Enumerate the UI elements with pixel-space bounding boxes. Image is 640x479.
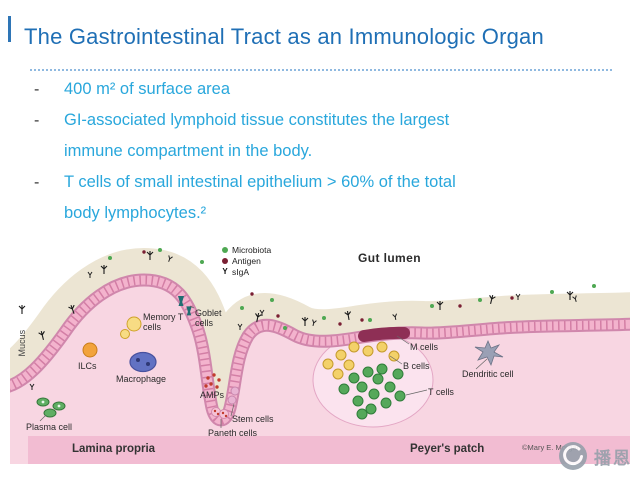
antigen-dots <box>142 250 514 326</box>
t-cell-cluster <box>338 363 406 420</box>
legend-item-antigen: Antigen <box>222 255 271 266</box>
amps-label: AMPs <box>200 390 225 400</box>
legend-item-microbiota: Microbiota <box>222 244 271 255</box>
title-accent-bar <box>8 16 11 42</box>
stem-cells-label: Stem cells <box>232 414 274 424</box>
bullet-item: - GI-associated lymphoid tissue constitu… <box>34 105 609 167</box>
mucus-label: Mucus <box>16 329 27 357</box>
bullet-line: immune compartment in the body. <box>64 142 313 160</box>
bullet-item: - T cells of small intestinal epithelium… <box>34 167 609 229</box>
macrophage-label: Macrophage <box>116 374 167 384</box>
amp-dots <box>204 373 221 389</box>
gut-lumen-label: Gut lumen <box>358 251 421 265</box>
stem-cell-icons <box>227 386 240 405</box>
bottom-strip <box>28 436 630 464</box>
strip-gap <box>10 464 630 468</box>
dendritic-cell-icon <box>474 339 504 367</box>
t-cells-label: T cells <box>428 387 454 397</box>
diagram-art <box>10 248 630 468</box>
plasma-cell-label: Plasma cell <box>26 422 73 432</box>
bullet-line: body lymphocytes.² <box>64 204 207 222</box>
bullet-marker: - <box>34 81 40 98</box>
gi-tract-diagram: Microbiota Antigen Y sIgA Gut lumen Mucu… <box>10 238 630 468</box>
bullet-marker: - <box>34 174 40 191</box>
bullet-text: GI-associated lymphoid tissue constitute… <box>64 105 609 167</box>
slide-title: The Gastrointestinal Tract as an Immunol… <box>24 24 544 49</box>
goblet-cells-label: Goblet cells <box>195 308 222 329</box>
bullet-line: T cells of small intestinal epithelium >… <box>64 173 456 191</box>
legend-label: sIgA <box>232 266 250 277</box>
peyers-patch-label: Peyer's patch <box>410 443 485 455</box>
legend-item-siga: Y sIgA <box>222 266 271 277</box>
bullet-text: 400 m² of surface area <box>64 74 609 105</box>
legend-label: Microbiota <box>232 244 272 255</box>
watermark: 播恩 <box>558 441 632 471</box>
antigen-dot-icon <box>222 257 228 264</box>
watermark-text: 播恩 <box>594 448 632 468</box>
bullet-item: - 400 m² of surface area <box>34 74 609 105</box>
paneth-cell-icons <box>211 407 229 419</box>
watermark-logo-icon <box>559 442 587 470</box>
title-divider <box>30 69 612 71</box>
memory-t-cell-icon <box>120 316 142 339</box>
bullet-marker: - <box>34 112 40 129</box>
diagram-legend: Microbiota Antigen Y sIgA <box>222 244 271 277</box>
microbiota-dot-icon <box>222 246 228 253</box>
b-cells-label: B cells <box>403 361 430 371</box>
legend-label: Antigen <box>232 255 261 266</box>
b-cell-cluster <box>322 341 400 380</box>
ilc-icon <box>82 342 98 358</box>
image-credit: ©Mary E. Morgan <box>522 443 581 452</box>
goblet-cell-icons <box>178 296 192 316</box>
dendritic-cell-label: Dendritic cell <box>462 369 514 379</box>
ilcs-label: ILCs <box>78 361 97 371</box>
bullet-line: GI-associated lymphoid tissue constitute… <box>64 111 450 129</box>
leader-lines <box>39 305 488 428</box>
memory-t-cells-label: Memory T cells <box>143 312 184 333</box>
m-cells-label: M cells <box>410 342 439 352</box>
lamina-propria-label: Lamina propria <box>72 443 156 455</box>
siga-antibody-icon: Y <box>222 266 228 276</box>
bullet-text: T cells of small intestinal epithelium >… <box>64 167 609 229</box>
paneth-cells-label: Paneth cells <box>208 428 258 438</box>
microbiota-dots <box>108 248 596 330</box>
bullet-line: 400 m² of surface area <box>64 80 230 98</box>
plasma-cell-icons <box>36 397 66 418</box>
macrophage-icon <box>129 351 157 373</box>
m-cell-band <box>358 326 410 342</box>
bullet-list: - 400 m² of surface area - GI-associated… <box>34 74 609 229</box>
